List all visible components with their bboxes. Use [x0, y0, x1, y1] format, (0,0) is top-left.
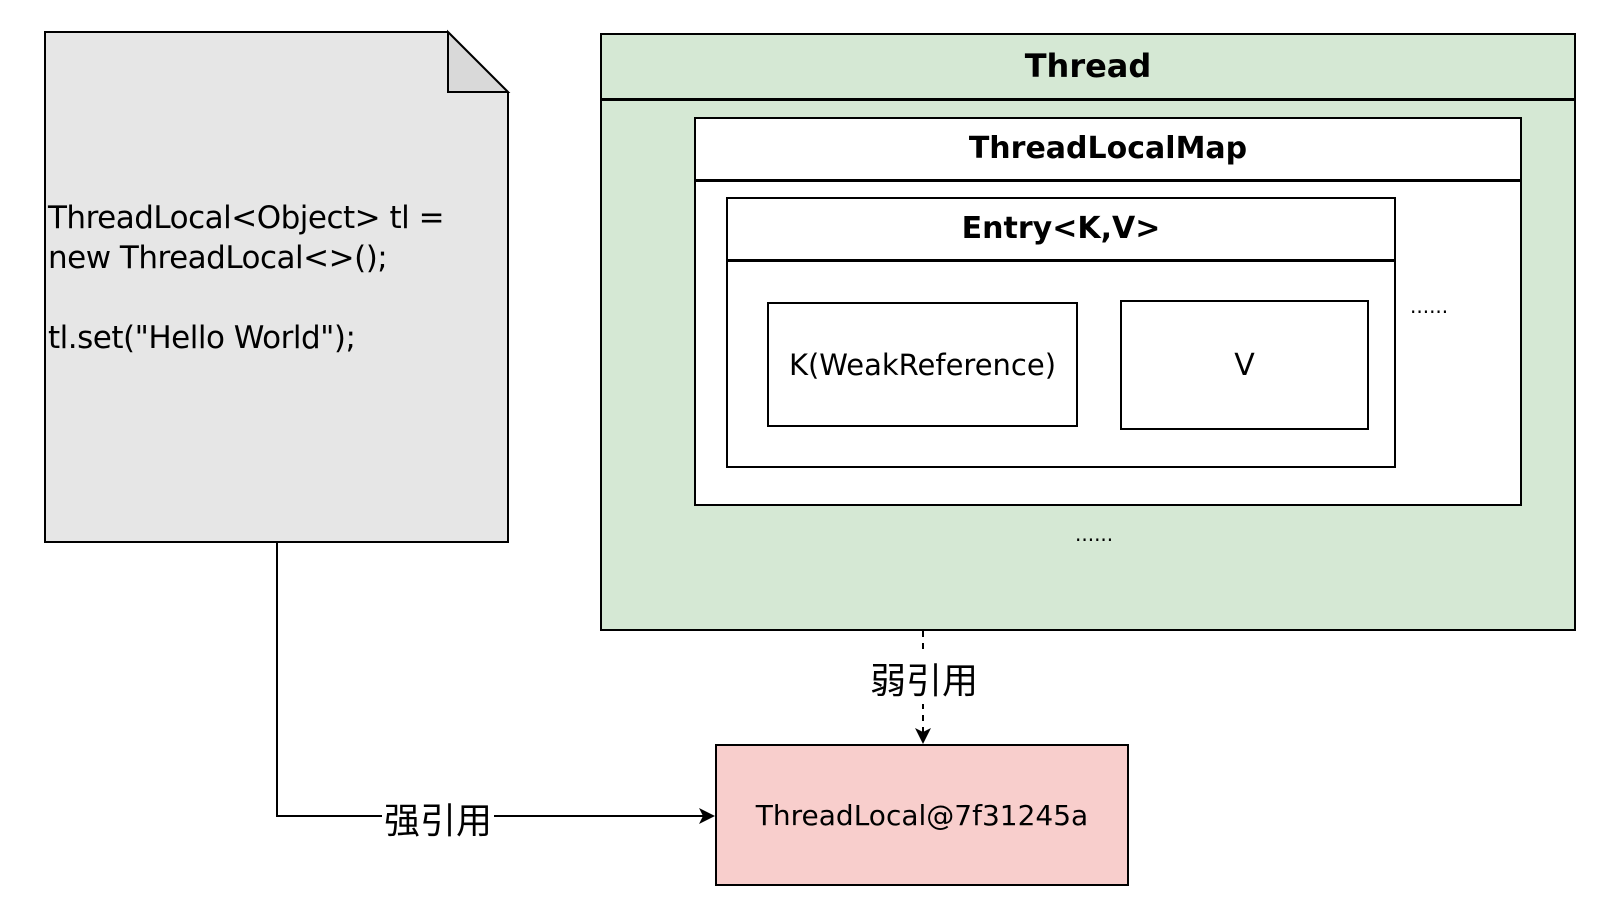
weak-reference-label: 弱引用 [868, 652, 981, 704]
weak-reference-arrowhead [915, 728, 931, 744]
strong-reference-edge [276, 542, 704, 817]
thread-title: Thread [600, 33, 1576, 101]
folded-corner [447, 29, 511, 93]
more-thread-fields-ellipsis: ...... [1075, 522, 1114, 546]
entry-value-box: V [1120, 300, 1369, 430]
strong-reference-label: 强引用 [382, 792, 495, 844]
code-note-text: ThreadLocal<Object> tl = new ThreadLocal… [48, 200, 445, 356]
threadlocalmap-title: ThreadLocalMap [694, 117, 1522, 182]
threadlocal-object-box: ThreadLocal@7f31245a [715, 744, 1129, 886]
entry-key-box: K(WeakReference) [767, 302, 1078, 427]
entry-title: Entry<K,V> [726, 197, 1396, 262]
strong-reference-arrowhead [699, 808, 715, 824]
more-entries-ellipsis: ...... [1410, 294, 1449, 318]
code-note-shape [44, 31, 509, 543]
